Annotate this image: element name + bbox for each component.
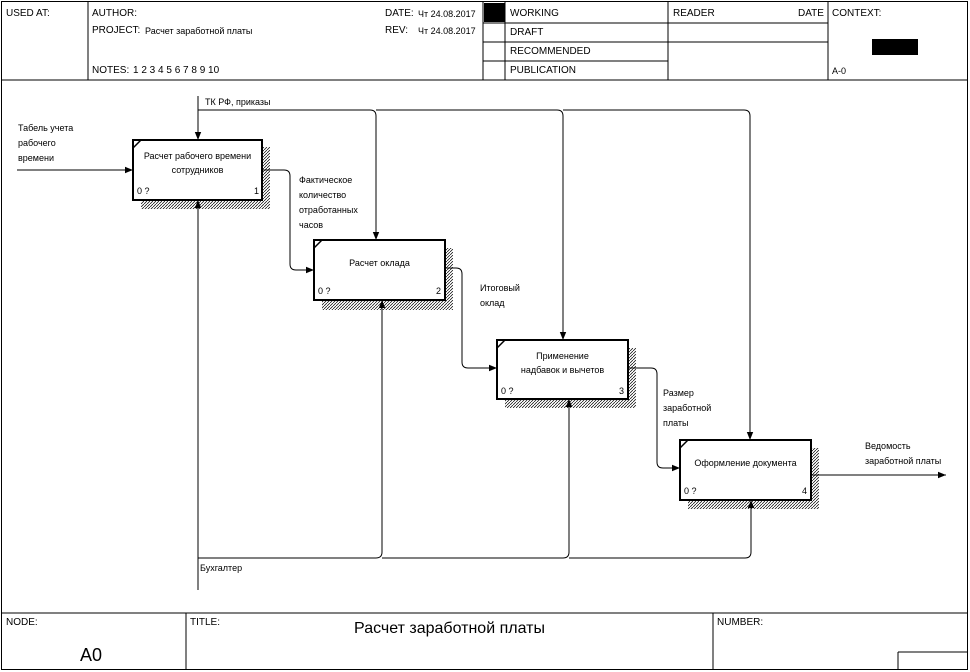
context-node: A-0 — [832, 66, 847, 76]
context-label: CONTEXT: — [832, 8, 882, 19]
arrow-mech-box3 — [382, 399, 573, 559]
label-mechanism: Бухгалтер — [200, 563, 243, 573]
arrow-control-box2 — [198, 109, 380, 240]
notes-values: 1 2 3 4 5 6 7 8 9 10 — [133, 65, 220, 76]
rev-label: REV: — [385, 25, 408, 36]
box-2-title[interactable]: Расчет оклада — [314, 256, 445, 270]
box-3-title[interactable]: Применение надбавок и вычетов — [497, 349, 628, 377]
arrow-control-box3 — [376, 109, 567, 340]
box-1-title[interactable]: Расчет рабочего времени сотрудников — [133, 149, 262, 177]
status-recommended: RECOMMENDED — [510, 46, 591, 57]
project-label: PROJECT: — [92, 25, 141, 36]
status-draft: DRAFT — [510, 27, 544, 38]
box-2-cost: 0 ? — [318, 286, 331, 296]
working-marker — [484, 3, 505, 22]
box-2-line1: Расчет оклада — [349, 258, 410, 268]
date-value: Чт 24.08.2017 — [418, 9, 476, 19]
box-3 — [496, 339, 629, 400]
arrow-size — [628, 367, 680, 472]
label-output: Ведомость заработной платы — [865, 441, 942, 466]
reader-label: READER — [673, 8, 715, 19]
context-marker — [872, 39, 918, 55]
node-label: NODE: — [6, 617, 38, 628]
arrow-control-box4 — [563, 109, 754, 440]
used-at-label: USED AT: — [6, 8, 50, 19]
box-1-line2: сотрудников — [171, 165, 224, 175]
status-working: WORKING — [510, 8, 559, 19]
box-4-title[interactable]: Оформление документа — [680, 456, 811, 470]
box-4-number: 4 — [802, 486, 808, 496]
number-label: NUMBER: — [717, 617, 764, 628]
page-title: Расчет заработной платы — [354, 620, 545, 637]
box-1-number: 1 — [254, 186, 260, 196]
title-label: TITLE: — [190, 617, 221, 628]
arrow-mech-box2 — [198, 300, 386, 559]
box-2 — [313, 239, 446, 301]
arrow-mech-box4 — [569, 500, 755, 559]
arrow-itog — [445, 267, 497, 372]
date-label: DATE: — [385, 8, 414, 19]
notes-label: NOTES: — [92, 65, 130, 76]
rev-value: Чт 24.08.2017 — [418, 26, 476, 36]
box-3-line2: надбавок и вычетов — [520, 365, 605, 375]
project-value: Расчет заработной платы — [145, 26, 253, 36]
status-publication: PUBLICATION — [510, 65, 576, 76]
label-fact-hours: Фактическое количество отработанных часо… — [299, 175, 358, 230]
box-3-line1: Применение — [536, 351, 589, 361]
label-control: ТК РФ, приказы — [205, 97, 271, 107]
label-tabel: Табель учета рабочего времени — [18, 123, 74, 163]
box-4 — [679, 439, 812, 501]
box-4-line1: Оформление документа — [694, 458, 797, 468]
author-label: AUTHOR: — [92, 8, 137, 19]
box-1-line1: Расчет рабочего времени — [143, 151, 252, 161]
label-size: Размер заработной платы — [663, 388, 712, 428]
reader-date-label: DATE — [798, 8, 824, 19]
node-value: A0 — [80, 645, 103, 665]
arrow-fact-hours — [262, 169, 314, 274]
box-2-number: 2 — [436, 286, 442, 296]
label-itog: Итоговый оклад — [480, 283, 520, 308]
box-3-number: 3 — [619, 386, 625, 396]
box-1-cost: 0 ? — [137, 186, 150, 196]
box-3-cost: 0 ? — [501, 386, 514, 396]
box-4-cost: 0 ? — [684, 486, 697, 496]
